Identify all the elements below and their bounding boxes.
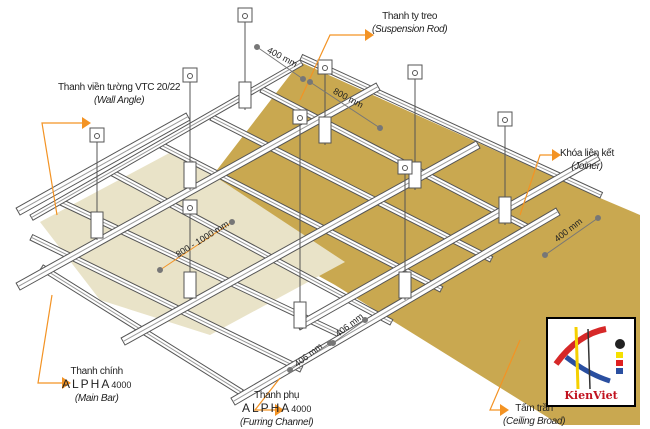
- ceiling-board-light: [40, 150, 345, 335]
- hanger-clip: [90, 211, 104, 239]
- leader-arrow-icon: [552, 149, 561, 161]
- kienviet-logo: KienViet: [546, 317, 636, 407]
- leader-arrow-icon: [365, 29, 374, 41]
- dimension-arrow-icon: [157, 267, 163, 273]
- main-bar-edge: [17, 86, 379, 287]
- rod-bracket-hole: [187, 205, 193, 211]
- dimension-arrow-icon: [307, 79, 313, 85]
- ceiling-board: [190, 62, 640, 425]
- rod-bracket-hole: [402, 165, 408, 171]
- leader-line: [519, 154, 552, 216]
- furring-channel-edge: [31, 236, 302, 370]
- leader-line: [41, 122, 82, 216]
- label-wall-angle: Thanh viền tường VTC 20/22(Wall Angle): [58, 82, 181, 106]
- rod-bracket-hole: [412, 70, 418, 76]
- dimension-line: [544, 217, 599, 256]
- leader-arrow-icon: [82, 117, 91, 129]
- label-suspension-rod: Thanh ty treo(Suspension Rod): [372, 11, 448, 35]
- dimension-arrow-icon: [300, 76, 306, 82]
- hanger-clip: [318, 116, 332, 144]
- main-bar-edge: [17, 116, 189, 212]
- rod-bracket-hole: [322, 65, 328, 71]
- furring-channel-edge: [161, 144, 442, 290]
- dimension-arrow-icon: [362, 317, 368, 323]
- logo-mark-icon: [553, 326, 625, 390]
- hanger-clip: [498, 196, 512, 224]
- wall-angle-edge: [31, 62, 302, 219]
- dimension-line: [332, 319, 366, 344]
- leader-arrow-icon: [275, 404, 284, 416]
- label-joiner: Khóa liên kết(Joiner): [560, 148, 614, 172]
- hanger-clip: [183, 161, 197, 189]
- leader-line: [37, 294, 62, 384]
- dimension-arrow-icon: [254, 44, 260, 50]
- main-bar-edge: [297, 156, 599, 327]
- leader-line: [489, 339, 521, 411]
- furring-channel-edge: [211, 116, 492, 260]
- rod-bracket-hole: [94, 133, 100, 139]
- dimension-arrow-icon: [377, 125, 383, 131]
- leader-arrow-icon: [500, 404, 509, 416]
- dimension-arrow-icon: [287, 367, 293, 373]
- rod-bracket-hole: [502, 117, 508, 123]
- dimension-line: [289, 342, 331, 371]
- rod-bracket-hole: [297, 115, 303, 121]
- logo-text: KienViet: [564, 389, 618, 402]
- rod-bracket-hole: [187, 73, 193, 79]
- wall-angle-right-edge: [301, 56, 602, 196]
- hanger-clip: [293, 301, 307, 329]
- dimension-arrow-icon: [595, 215, 601, 221]
- dimension-line: [159, 221, 233, 271]
- hanger-clip: [183, 271, 197, 299]
- leader-line: [253, 377, 281, 411]
- label-ceiling-board: Tấm trần(Ceiling Broad): [503, 403, 566, 427]
- dimension-line: [309, 81, 381, 129]
- hanger-clip: [398, 271, 412, 299]
- dimension-arrow-icon: [542, 252, 548, 258]
- leader-line: [299, 34, 365, 101]
- dimension-arrow-icon: [229, 219, 235, 225]
- dimension-line: [256, 46, 304, 80]
- hanger-clip: [238, 81, 252, 109]
- dimension-arrow-icon: [330, 340, 336, 346]
- rod-bracket-hole: [242, 13, 248, 19]
- leader-arrow-icon: [62, 377, 71, 389]
